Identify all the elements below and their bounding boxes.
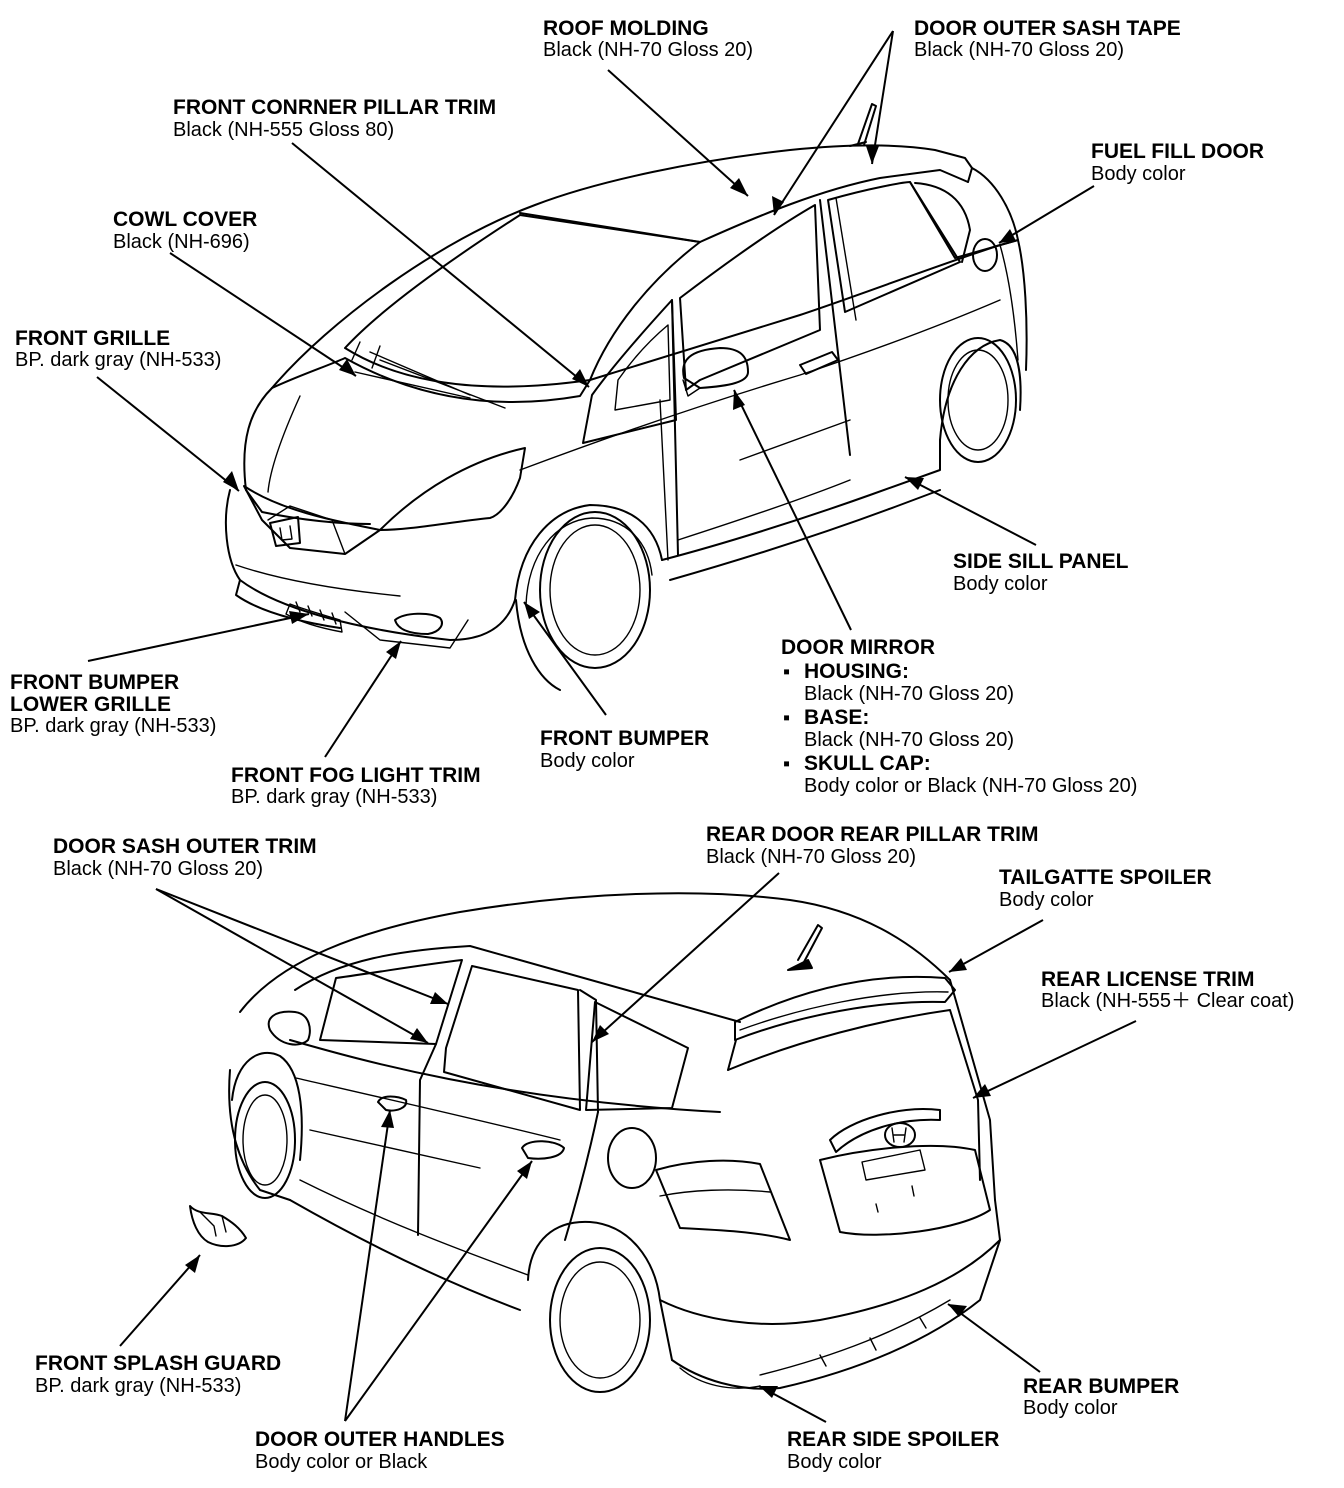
arrowhead: [223, 471, 239, 491]
callout-rear-bumper: REAR BUMPER Body color: [1023, 1375, 1179, 1419]
arrowhead: [524, 602, 540, 619]
callout-title: FRONT SPLASH GUARD: [35, 1352, 281, 1375]
callout-value: BP. dark gray (NH-533): [35, 1375, 241, 1397]
callout-title: TAILGATTE SPOILER: [999, 866, 1212, 889]
callout-cowl-cover: COWL COVER Black (NH-696): [113, 208, 257, 253]
rear-three-quarter-car: [228, 892, 1001, 1393]
callout-fuel-fill-door: FUEL FILL DOOR Body color: [1091, 140, 1264, 185]
arrowhead: [973, 1084, 991, 1098]
callout-value: BP. dark gray (NH-533): [231, 786, 437, 808]
callout-title: REAR BUMPER: [1023, 1375, 1179, 1398]
arrowhead: [339, 359, 356, 376]
callout-value: Body color or Black: [255, 1451, 428, 1473]
callout-value: Body color: [1091, 163, 1186, 185]
front-splash-guard-part: [189, 1205, 247, 1248]
callout-title: FRONT CONRNER PILLAR TRIM: [173, 96, 496, 119]
callout-door-mirror: DOOR MIRROR ▪ HOUSING: Black (NH-70 Glos…: [781, 636, 1137, 797]
callout-value: Body color: [787, 1451, 882, 1473]
arrowhead: [772, 196, 784, 215]
callout-value: Black (NH-555 Gloss 80): [173, 119, 394, 141]
arrowhead: [592, 1025, 609, 1042]
callout-title: FUEL FILL DOOR: [1091, 140, 1264, 163]
callout-front-corner-pillar-trim: FRONT CONRNER PILLAR TRIM Black (NH-555 …: [173, 96, 496, 141]
callout-value: Body color: [953, 573, 1048, 595]
callout-title: FRONT BUMPER: [10, 671, 179, 694]
callout-title-line2: LOWER GRILLE: [10, 693, 171, 716]
arrowhead: [410, 1028, 428, 1043]
callout-title: COWL COVER: [113, 208, 257, 231]
arrowhead: [730, 178, 748, 196]
arrowhead: [733, 390, 745, 410]
callout-rear-side-spoiler: REAR SIDE SPOILER Body color: [787, 1428, 999, 1473]
callout-front-bumper-lower-grille: FRONT BUMPER LOWER GRILLE BP. dark gray …: [10, 671, 216, 737]
callout-labels: ROOF MOLDING Black (NH-70 Gloss 20) DOOR…: [10, 17, 1294, 1473]
leader-lines: [87, 30, 1137, 1423]
callout-title: DOOR SASH OUTER TRIM: [53, 835, 317, 858]
callout-title: DOOR OUTER SASH TAPE: [914, 17, 1181, 40]
callout-title: FRONT FOG LIGHT TRIM: [231, 764, 481, 787]
door-mirror-housing-value: Black (NH-70 Gloss 20): [804, 683, 1014, 705]
callout-roof-molding: ROOF MOLDING Black (NH-70 Gloss 20): [543, 17, 753, 61]
arrowhead: [381, 1110, 394, 1128]
callout-title: SIDE SILL PANEL: [953, 550, 1129, 573]
callout-value: Black (NH-70 Gloss 20): [53, 858, 263, 880]
door-mirror-title: DOOR MIRROR: [781, 636, 935, 659]
callout-door-sash-outer-trim: DOOR SASH OUTER TRIM Black (NH-70 Gloss …: [53, 835, 317, 880]
arrowhead: [948, 1304, 967, 1317]
arrowhead: [949, 958, 967, 972]
arrowhead: [572, 369, 589, 387]
callout-value: Black (NH-555＋ Clear coat): [1041, 990, 1294, 1012]
callout-value: Body color: [999, 889, 1094, 911]
callout-rear-license-trim: REAR LICENSE TRIM Black (NH-555＋ Clear c…: [1041, 968, 1294, 1012]
callout-value: Body color: [1023, 1397, 1118, 1419]
callout-tailgate-spoiler: TAILGATTE SPOILER Body color: [999, 866, 1212, 911]
callout-door-outer-handles: DOOR OUTER HANDLES Body color or Black: [255, 1428, 505, 1473]
callout-front-bumper: FRONT BUMPER Body color: [540, 727, 709, 772]
bullet-icon: ▪: [783, 753, 790, 775]
arrowhead: [185, 1255, 200, 1273]
callout-title: REAR DOOR REAR PILLAR TRIM: [706, 823, 1039, 846]
callout-value: Body color: [540, 750, 635, 772]
callout-title: ROOF MOLDING: [543, 17, 709, 40]
callout-title: REAR LICENSE TRIM: [1041, 968, 1255, 991]
arrowhead: [905, 477, 924, 490]
arrowheads: [185, 146, 1016, 1398]
callout-side-sill-panel: SIDE SILL PANEL Body color: [953, 550, 1129, 595]
door-mirror-housing-label: HOUSING:: [804, 660, 909, 683]
front-three-quarter-car: [224, 103, 1028, 691]
door-mirror-skull-cap-value: Body color or Black (NH-70 Gloss 20): [804, 775, 1137, 797]
callout-value: Black (NH-70 Gloss 20): [914, 39, 1124, 61]
callout-front-splash-guard: FRONT SPLASH GUARD BP. dark gray (NH-533…: [35, 1352, 281, 1397]
arrowhead: [289, 611, 309, 624]
callout-title: FRONT BUMPER: [540, 727, 709, 750]
arrowhead: [866, 146, 879, 164]
door-mirror-base-value: Black (NH-70 Gloss 20): [804, 729, 1014, 751]
callout-value: BP. dark gray (NH-533): [10, 715, 216, 737]
callout-value: Black (NH-70 Gloss 20): [543, 39, 753, 61]
callout-value: BP. dark gray (NH-533): [15, 349, 221, 371]
door-mirror-base-label: BASE:: [804, 706, 869, 729]
bullet-icon: ▪: [783, 661, 790, 683]
arrowhead: [386, 641, 401, 659]
callout-title: FRONT GRILLE: [15, 327, 170, 350]
callout-title: REAR SIDE SPOILER: [787, 1428, 999, 1451]
callout-value: Black (NH-696): [113, 231, 250, 253]
arrowhead: [759, 1386, 778, 1398]
callout-front-grille: FRONT GRILLE BP. dark gray (NH-533): [15, 327, 221, 371]
bullet-icon: ▪: [783, 707, 790, 729]
callout-front-fog-light-trim: FRONT FOG LIGHT TRIM BP. dark gray (NH-5…: [231, 764, 481, 808]
door-mirror-skull-cap-label: SKULL CAP:: [804, 752, 931, 775]
callout-title: DOOR OUTER HANDLES: [255, 1428, 505, 1451]
callout-rear-door-rear-pillar-trim: REAR DOOR REAR PILLAR TRIM Black (NH-70 …: [706, 823, 1039, 868]
arrowhead: [430, 992, 448, 1004]
callout-door-outer-sash-tape: DOOR OUTER SASH TAPE Black (NH-70 Gloss …: [914, 17, 1181, 61]
arrowhead: [517, 1161, 532, 1179]
arrowhead: [999, 229, 1016, 243]
callout-value: Black (NH-70 Gloss 20): [706, 846, 916, 868]
